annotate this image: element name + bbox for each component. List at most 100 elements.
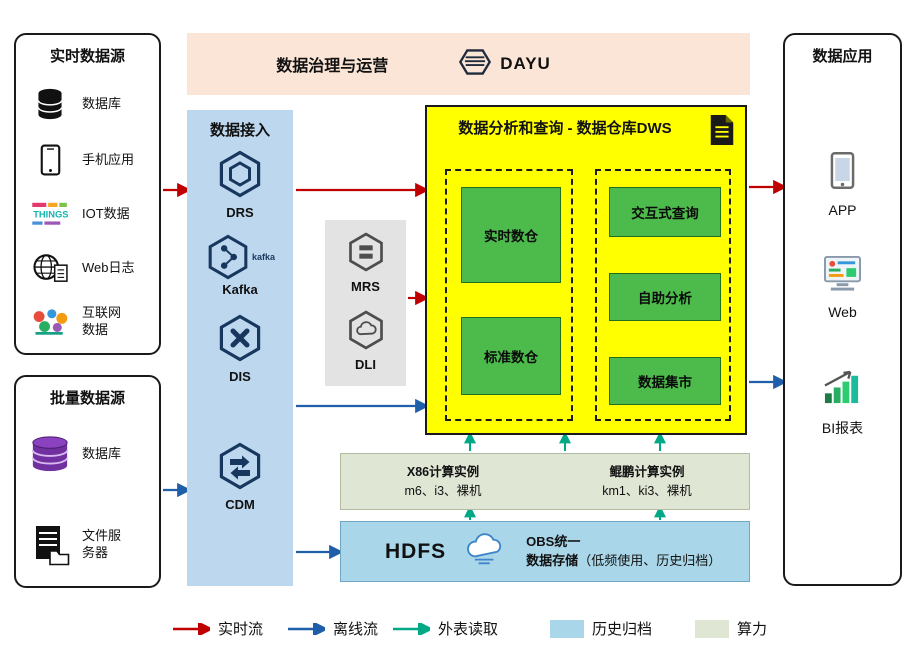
web-icon: [821, 255, 864, 297]
source-item-label: Web日志: [82, 259, 135, 275]
app-item-app: APP: [785, 151, 900, 218]
dws-node-label: 自助分析: [638, 291, 692, 306]
legend-external-read: 外表读取: [392, 618, 498, 639]
service-kafka: kafka Kafka: [187, 234, 293, 297]
compute-x86-spec: m6、i3、裸机: [404, 483, 482, 498]
dws-node-interactive-query: 交互式查询: [609, 187, 721, 237]
obs-note: （低频使用、历史归档）: [578, 552, 722, 568]
kafka-wordmark: kafka: [251, 252, 276, 262]
service-label: Kafka: [222, 282, 258, 297]
bi-report-icon: [821, 367, 864, 411]
source-item-label: 数据库: [82, 95, 122, 111]
web-log-icon: [26, 252, 74, 284]
database-icon: [26, 87, 74, 121]
compute-panel: X86计算实例 m6、i3、裸机 鲲鹏计算实例 km1、ki3、裸机: [340, 453, 750, 510]
legend-label: 历史归档: [592, 621, 653, 638]
dws-panel: 数据分析和查询 - 数据仓库DWS 实时数仓 标准数仓 交互式查询 自: [425, 105, 747, 435]
service-mrs: MRS: [325, 232, 406, 294]
legend-label: 算力: [737, 621, 768, 638]
dis-icon: [216, 314, 264, 367]
dws-node-standard-warehouse: 标准数仓: [461, 317, 561, 395]
obs-line1: OBS统一: [526, 534, 581, 550]
service-label: DLI: [355, 357, 376, 372]
realtime-sources-title: 实时数据源: [49, 48, 125, 65]
legend-history-archive: 历史归档: [550, 618, 652, 639]
legend-red-arrow-icon: [173, 622, 210, 635]
source-item-label: 互联网数据: [82, 305, 122, 337]
database-purple-icon: [26, 434, 74, 474]
ingestion-title: 数据接入: [209, 122, 270, 139]
storage-panel: HDFS OBS统一 数据存储（低频使用、历史归档）: [340, 521, 750, 582]
service-drs: DRS: [187, 150, 293, 220]
compute-x86-title: X86计算实例: [406, 465, 480, 480]
iot-logo-text: THINGS: [33, 210, 68, 220]
legend-compute-power: 算力: [695, 618, 767, 639]
app-item-label: BI报表: [821, 420, 864, 436]
dws-service-group: 交互式查询 自助分析 数据集市: [595, 169, 731, 421]
legend-label: 实时流: [218, 621, 264, 638]
obs-cloud-icon: [462, 532, 510, 571]
dws-node-label: 数据集市: [638, 375, 692, 390]
service-label: CDM: [225, 497, 255, 512]
service-label: DRS: [226, 205, 254, 220]
source-item-batch-database: 数据库: [26, 423, 155, 485]
service-dis: DIS: [187, 314, 293, 384]
realtime-sources-panel: 实时数据源 数据库 手机应用: [14, 33, 161, 355]
source-item-label: 文件服务器: [82, 528, 122, 560]
phone-icon: [26, 144, 74, 176]
legend-teal-arrow-icon: [393, 622, 430, 635]
legend-offline-flow: 离线流: [287, 618, 378, 639]
app-icon: [830, 151, 855, 195]
legend-realtime-flow: 实时流: [172, 618, 263, 639]
legend-compute-swatch: [695, 619, 729, 638]
legend-archive-swatch: [550, 619, 584, 638]
dayu-logo: DAYU: [458, 48, 551, 81]
applications-panel: 数据应用 APP: [783, 33, 902, 586]
file-server-icon: [26, 524, 74, 566]
dws-title: 数据分析和查询 - 数据仓库DWS: [458, 120, 672, 137]
processing-panel: MRS DLI: [325, 220, 406, 386]
source-item-label: 数据库: [82, 445, 122, 461]
source-item-iot: THINGS IOT数据: [26, 189, 155, 239]
compute-kunpeng-spec: km1、ki3、裸机: [602, 483, 692, 498]
kafka-icon: kafka: [205, 234, 275, 280]
applications-title: 数据应用: [812, 48, 873, 65]
dws-node-self-service-analysis: 自助分析: [609, 273, 721, 321]
compute-kunpeng: 鲲鹏计算实例 km1、ki3、裸机: [545, 454, 749, 509]
mrs-icon: [346, 232, 386, 277]
dws-node-label: 实时数仓: [484, 229, 538, 244]
dws-node-realtime-warehouse: 实时数仓: [461, 187, 561, 283]
service-label: MRS: [351, 279, 380, 294]
hdfs-label: HDFS: [385, 539, 447, 563]
batch-sources-panel: 批量数据源 数据库 文件服务器: [14, 375, 161, 588]
dws-node-data-mart: 数据集市: [609, 357, 721, 405]
source-item-internet-data: 互联网数据: [26, 297, 155, 347]
service-cdm: CDM: [187, 442, 293, 512]
dws-document-icon: [707, 113, 737, 152]
drs-icon: [216, 150, 264, 203]
internet-data-icon: [26, 307, 74, 337]
obs-line2: 数据存储: [526, 552, 579, 568]
iot-icon: THINGS: [26, 200, 74, 228]
ingestion-panel: 数据接入 DRS kafka: [187, 110, 293, 586]
obs-text: OBS统一 数据存储（低频使用、历史归档）: [526, 533, 721, 569]
batch-sources-title: 批量数据源: [49, 390, 125, 407]
compute-x86: X86计算实例 m6、i3、裸机: [341, 454, 545, 509]
legend-blue-arrow-icon: [288, 622, 325, 635]
dayu-icon: [458, 48, 492, 81]
dws-warehouse-group: 实时数仓 标准数仓: [445, 169, 573, 421]
dws-node-label: 标准数仓: [484, 350, 538, 365]
source-item-label: IOT数据: [82, 205, 130, 221]
app-item-label: Web: [828, 304, 857, 320]
app-item-label: APP: [828, 202, 857, 218]
governance-title: 数据治理与运营: [276, 58, 389, 75]
dws-node-label: 交互式查询: [631, 206, 699, 221]
source-item-database: 数据库: [26, 79, 155, 129]
dayu-label: DAYU: [500, 54, 551, 73]
source-item-file-server: 文件服务器: [26, 513, 155, 577]
compute-kunpeng-title: 鲲鹏计算实例: [609, 465, 685, 480]
dli-icon: [346, 310, 386, 355]
legend-label: 离线流: [333, 621, 379, 638]
source-item-label: 手机应用: [82, 151, 135, 167]
